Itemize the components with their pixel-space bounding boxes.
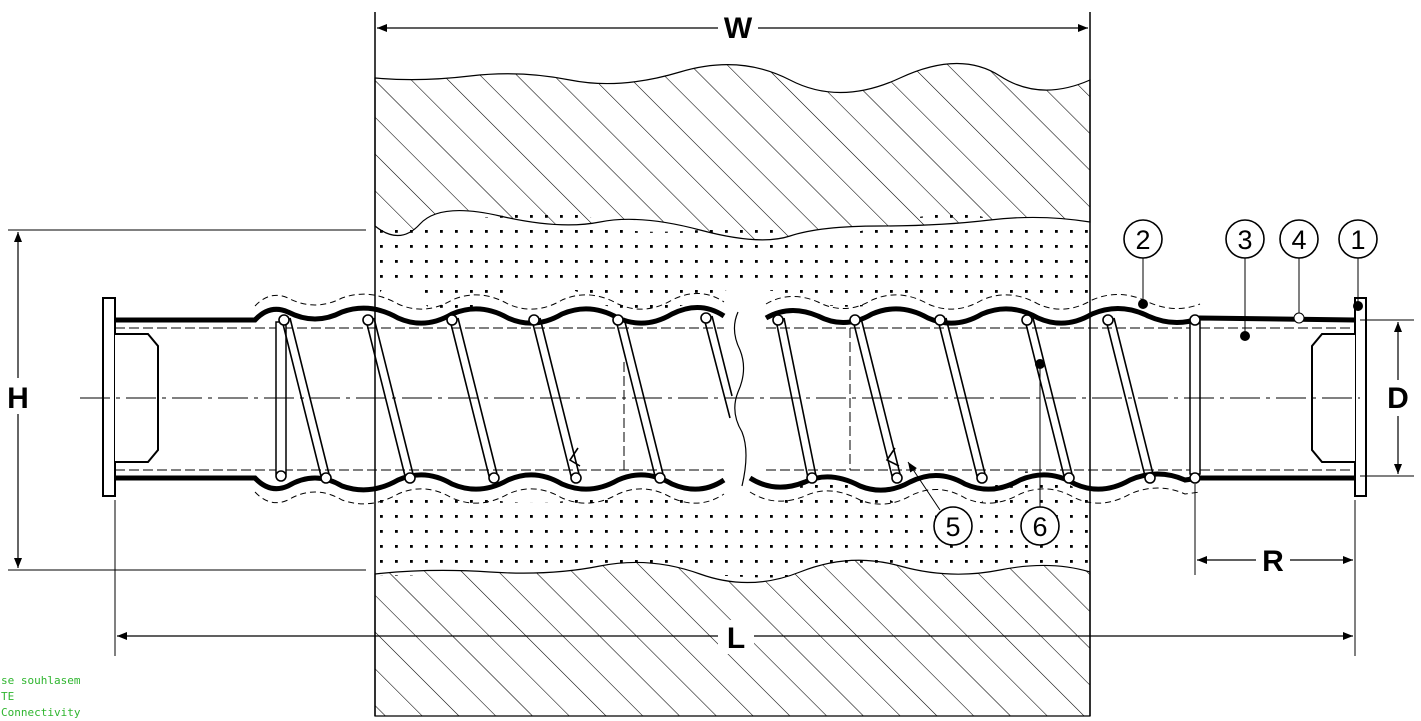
hose-left [115, 293, 726, 505]
dimension-l: L [114, 500, 1356, 656]
dim-d-label: D [1387, 382, 1409, 415]
break-line [733, 311, 747, 487]
callout-4-number: 4 [1291, 225, 1306, 255]
sealant-lower [375, 471, 1090, 578]
dimension-h: H [4, 229, 366, 571]
stamp-line-1: se souhlasem [1, 674, 81, 687]
callout-2: 2 [1123, 219, 1163, 309]
stamp-line-2: TE [1, 690, 15, 703]
sealant-upper [375, 213, 1090, 317]
callout-6: 6 [1020, 359, 1060, 546]
dimension-w: W [377, 10, 1088, 45]
inner-pipe [115, 327, 1355, 471]
callout-1: 1 [1338, 219, 1378, 311]
stamp-line-3: Connectivity [1, 706, 81, 719]
dim-w-label: W [724, 12, 753, 45]
callout-5: 5 [907, 461, 973, 546]
dim-r-label: R [1262, 545, 1284, 578]
callout-5-number: 5 [945, 512, 960, 542]
dimension-d: D [1360, 319, 1416, 477]
dim-l-label: L [727, 622, 745, 655]
callout-2-number: 2 [1135, 225, 1150, 255]
callout-4: 4 [1279, 219, 1319, 324]
approval-stamp: se souhlasem TE Connectivity [1, 673, 80, 721]
callout-6-number: 6 [1032, 512, 1047, 542]
dimension-r: R [1194, 484, 1353, 578]
hose-right [748, 294, 1356, 505]
callout-3: 3 [1225, 219, 1265, 341]
callout-3-number: 3 [1237, 225, 1252, 255]
dim-h-label: H [7, 382, 29, 415]
wall-upper [374, 62, 1091, 241]
spring-coils [275, 312, 1201, 484]
callout-1-number: 1 [1350, 225, 1365, 255]
